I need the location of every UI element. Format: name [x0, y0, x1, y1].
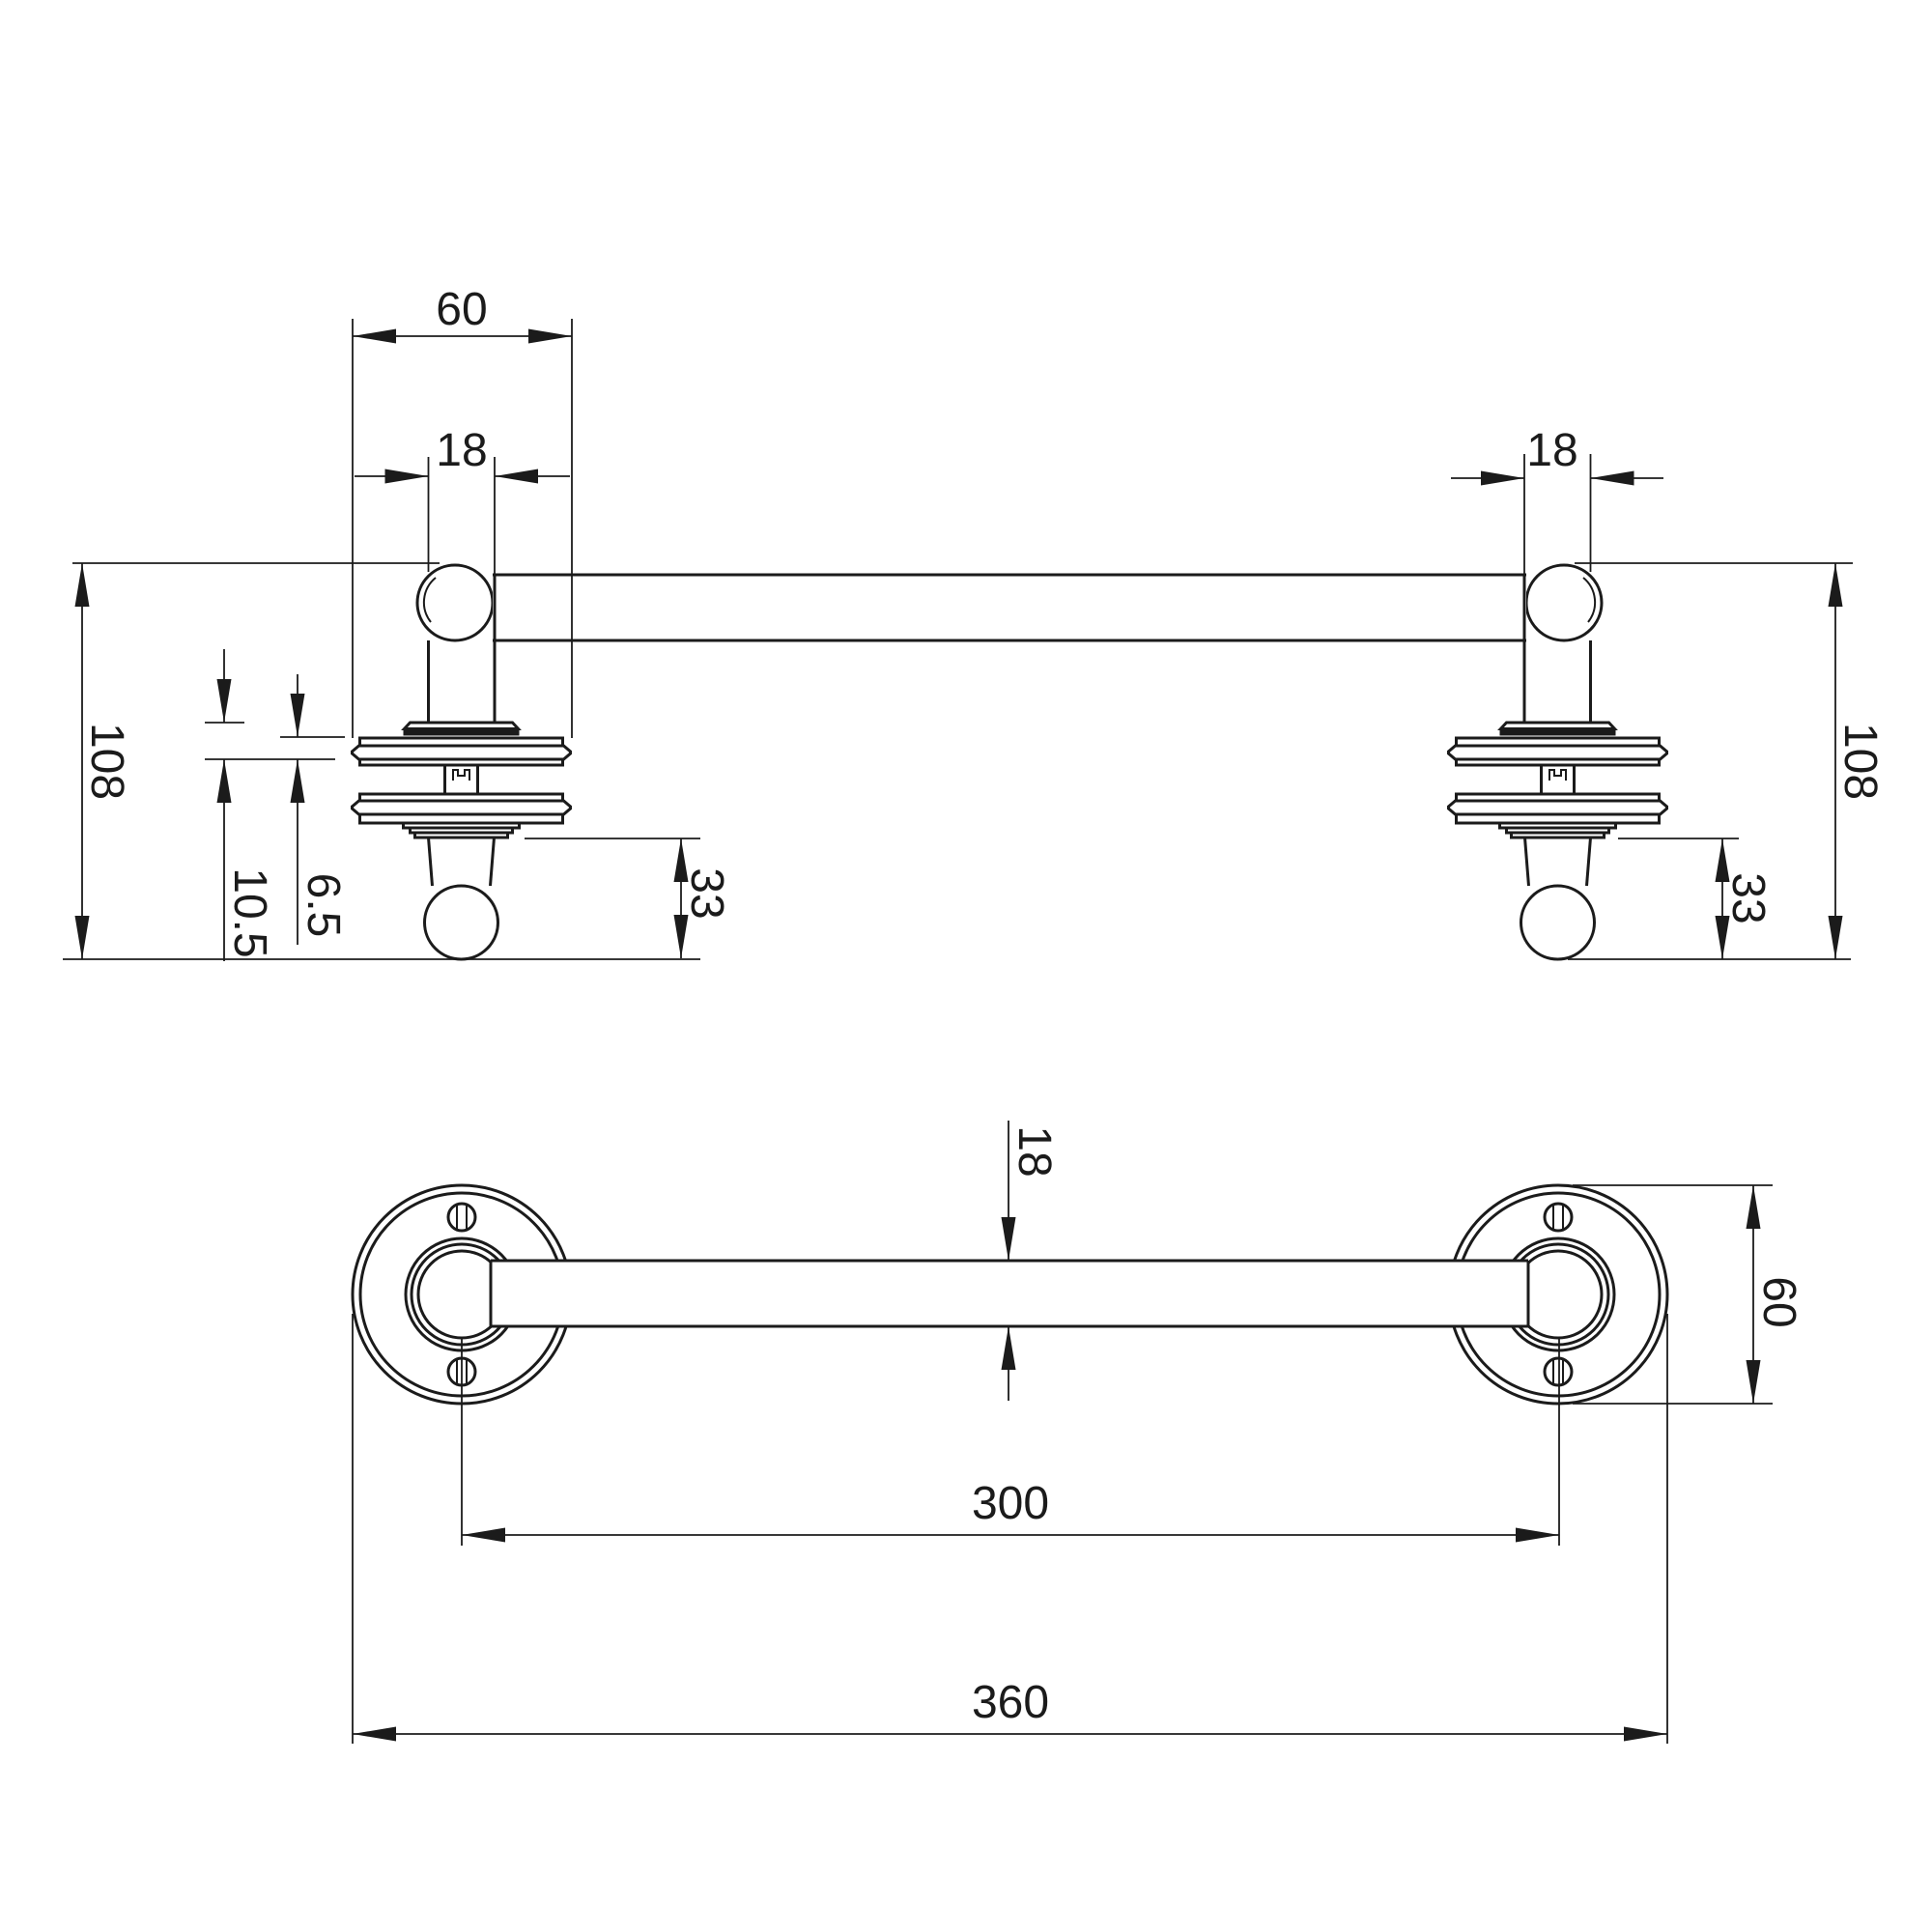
rail-fill [493, 576, 1526, 639]
dim-label-ball-projection-left: 33 [681, 867, 732, 919]
wall-bracket-side [351, 563, 572, 961]
dim-ball-projection-right: 33 [1618, 838, 1774, 959]
screw-head [446, 1202, 477, 1233]
dim-front-flange-diameter: 60 [1573, 1184, 1804, 1405]
stem-taper-left [427, 837, 434, 887]
dim-bar-diameter-right: 18 [1451, 425, 1663, 574]
dim-label-front-flange-diameter: 60 [1753, 1276, 1804, 1327]
dim-fixing-centres: 300 [461, 1338, 1560, 1546]
dim-label-cap-to-plate: 10.5 [224, 867, 275, 957]
screw-top [446, 1202, 477, 1233]
elbow-ball [415, 563, 495, 642]
dim-label-overall-length: 360 [972, 1677, 1049, 1728]
side-elevation-view: 60 18 18 108 1 [63, 284, 1886, 961]
dim-label-flange-width: 60 [436, 284, 487, 335]
cap-trapezoid [401, 721, 522, 730]
dim-cap-to-plate: 10.5 [205, 649, 275, 961]
dim-label-ball-projection-right: 33 [1722, 872, 1774, 923]
dim-overall-length: 360 [352, 1314, 1668, 1744]
connector-notch [452, 769, 470, 781]
end-ball [423, 884, 499, 961]
rail-front-fill [491, 1262, 1528, 1325]
plate1-body [351, 744, 572, 761]
front-elevation-view: 18 60 300 360 [351, 1121, 1804, 1744]
dim-label-bar-diameter-left: 18 [436, 425, 487, 476]
dim-flange-width: 60 [352, 284, 573, 738]
plate2-body [351, 799, 572, 816]
dim-label-overall-height-right: 108 [1834, 723, 1886, 800]
cap-band [403, 728, 520, 736]
dim-label-fixing-centres: 300 [972, 1478, 1049, 1529]
elbow-arc-detail [422, 577, 437, 623]
dim-label-bar-diameter-right: 18 [1526, 425, 1577, 476]
lower-cap-step3 [413, 831, 509, 839]
dim-label-front-bar-diameter: 18 [1009, 1125, 1060, 1177]
dim-front-bar-diameter: 18 [1001, 1121, 1060, 1401]
dim-bar-diameter-left: 18 [355, 425, 570, 574]
dim-plate-thickness: 6.5 [205, 674, 349, 945]
dim-ball-projection-left: 33 [525, 838, 732, 958]
dim-overall-height-right: 108 [1568, 562, 1886, 960]
dim-label-plate-thickness: 6.5 [298, 873, 349, 938]
stem-taper-right [489, 837, 496, 887]
glass-connector [443, 763, 479, 796]
dim-overall-height-left: 108 [63, 562, 700, 960]
dim-label-overall-height-left: 108 [81, 723, 132, 800]
